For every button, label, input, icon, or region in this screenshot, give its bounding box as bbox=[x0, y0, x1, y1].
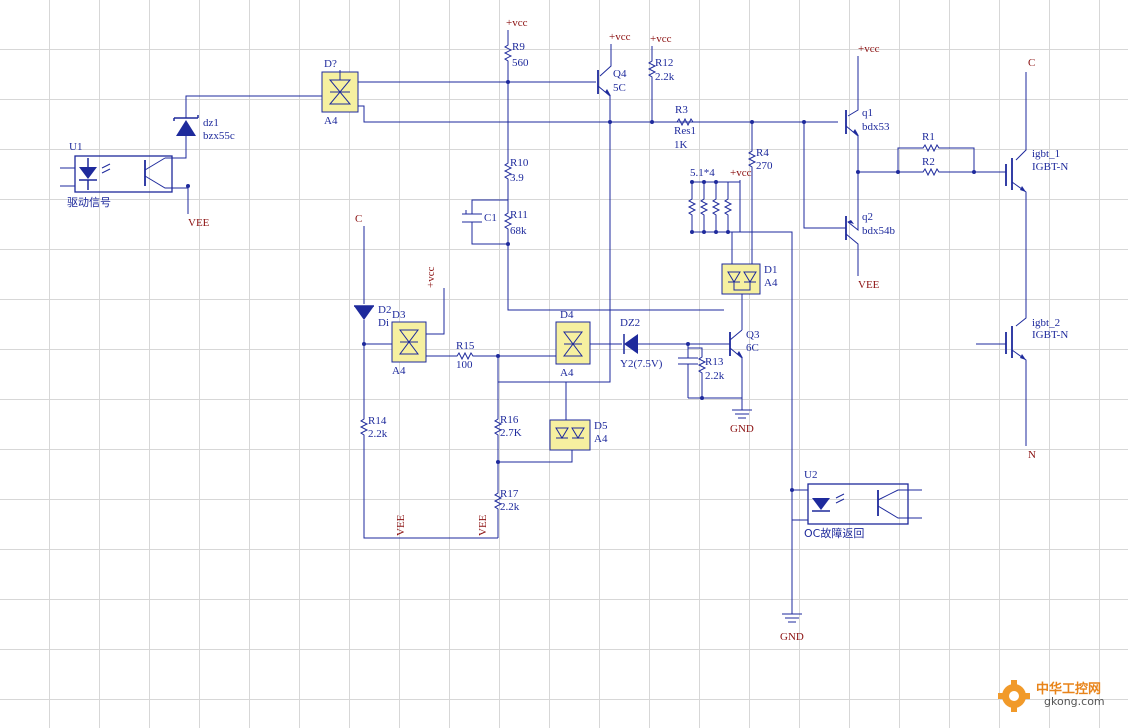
dz1-label: dz1 bbox=[203, 117, 219, 129]
q2-label: q2 bbox=[862, 211, 873, 223]
r12-value: 2.2k bbox=[655, 71, 675, 83]
d2-sub: Di bbox=[378, 317, 389, 329]
d3-value: A4 bbox=[392, 365, 406, 377]
r4-label: R4 bbox=[756, 147, 769, 159]
vee-q2: VEE bbox=[858, 279, 880, 291]
q1-value: bdx53 bbox=[862, 121, 890, 133]
transistor-q4 bbox=[498, 44, 612, 383]
d4-label: D4 bbox=[560, 309, 574, 321]
d7-value: A4 bbox=[324, 115, 338, 127]
gnd-q3: GND bbox=[730, 423, 754, 435]
gnd-bottom: GND bbox=[780, 631, 804, 643]
q4-value: 5C bbox=[613, 82, 626, 94]
r13-value: 2.2k bbox=[705, 370, 725, 382]
r15-label: R15 bbox=[456, 340, 475, 352]
vcc-r9: +vcc bbox=[506, 17, 528, 29]
r11-value: 68k bbox=[510, 225, 527, 237]
r10-value: 3.9 bbox=[510, 172, 524, 184]
opto-d5 bbox=[549, 419, 591, 451]
resistor-array-label: 5.1*4 bbox=[690, 167, 715, 179]
q1-label: q1 bbox=[862, 107, 873, 119]
vee-bottom-2: VEE bbox=[477, 514, 489, 536]
d3-label: D3 bbox=[392, 309, 406, 321]
r11-label: R11 bbox=[510, 209, 528, 221]
u2-description: OC故障返回 bbox=[804, 526, 864, 540]
d1-label: D1 bbox=[764, 264, 777, 276]
watermark-name: 中华工控网 bbox=[1036, 682, 1102, 697]
r1-label: R1 bbox=[922, 131, 935, 143]
d2-label: D2 bbox=[378, 304, 391, 316]
d1-value: A4 bbox=[764, 277, 778, 289]
c-top-label: C bbox=[1028, 57, 1035, 69]
r10-label: R10 bbox=[510, 157, 529, 169]
zener-dz1 bbox=[172, 95, 322, 159]
r12-label: R12 bbox=[655, 57, 673, 69]
d4-value: A4 bbox=[560, 367, 574, 379]
r16-value: 2.7K bbox=[500, 427, 522, 439]
c1-label: C1 bbox=[484, 212, 497, 224]
vcc-r12: +vcc bbox=[650, 33, 672, 45]
r9-value: 560 bbox=[512, 57, 529, 69]
vcc-array: +vcc bbox=[730, 167, 752, 179]
opto-u1 bbox=[60, 155, 173, 193]
r2-label: R2 bbox=[922, 156, 935, 168]
diode-d2 bbox=[354, 226, 374, 416]
gear-icon bbox=[998, 680, 1030, 712]
dz2-label: DZ2 bbox=[620, 317, 640, 329]
r14-label: R14 bbox=[368, 415, 387, 427]
r4-value: 270 bbox=[756, 160, 773, 172]
igbt2-value: IGBT-N bbox=[1032, 329, 1068, 341]
igbt2-label: igbt_2 bbox=[1032, 317, 1060, 329]
igbt1-value: IGBT-N bbox=[1032, 161, 1068, 173]
u2-label: U2 bbox=[804, 469, 817, 481]
q4-label: Q4 bbox=[613, 68, 627, 80]
watermark-url: gkong.com bbox=[1044, 695, 1105, 708]
opto-u2 bbox=[790, 483, 922, 525]
opto-d7 bbox=[321, 70, 359, 113]
opto-d4 bbox=[555, 321, 591, 365]
r16-label: R16 bbox=[500, 414, 519, 426]
r15-value: 100 bbox=[456, 359, 473, 371]
vcc-d3: +vcc bbox=[425, 266, 437, 288]
u1-label: U1 bbox=[69, 141, 82, 153]
r13-label: R13 bbox=[705, 356, 724, 368]
r3-value: 1K bbox=[674, 139, 688, 151]
transistor-q3 bbox=[688, 329, 743, 399]
d7-label: D? bbox=[324, 58, 337, 70]
r3-name: Res1 bbox=[674, 125, 696, 137]
igbt1-label: igbt_1 bbox=[1032, 148, 1060, 160]
vcc-q4: +vcc bbox=[609, 31, 631, 43]
c-left-label: C bbox=[355, 213, 362, 225]
opto-d3 bbox=[391, 321, 427, 363]
dz2-value: Y2(7.5V) bbox=[620, 358, 663, 370]
d5-label: D5 bbox=[594, 420, 608, 432]
r14-value: 2.2k bbox=[368, 428, 388, 440]
igbt-2 bbox=[976, 326, 1027, 446]
watermark-logo: 中华工控网 gkong.com bbox=[996, 676, 1120, 716]
d5-value: A4 bbox=[594, 433, 608, 445]
vee-bottom-1: VEE bbox=[395, 514, 407, 536]
vcc-q1: +vcc bbox=[858, 43, 880, 55]
q2-value: bdx54b bbox=[862, 225, 896, 237]
r17-label: R17 bbox=[500, 488, 519, 500]
transistor-q1 bbox=[845, 110, 859, 232]
q3-label: Q3 bbox=[746, 329, 760, 341]
vee-u1: VEE bbox=[188, 217, 210, 229]
igbt-1 bbox=[1005, 72, 1027, 327]
u1-description: 驱动信号 bbox=[67, 196, 111, 209]
r17-value: 2.2k bbox=[500, 501, 520, 513]
n-bottom-label: N bbox=[1028, 449, 1036, 461]
r9-label: R9 bbox=[512, 41, 525, 53]
r3-label: R3 bbox=[675, 104, 688, 116]
transistor-q2 bbox=[845, 216, 859, 276]
q3-value: 6C bbox=[746, 342, 759, 354]
dz1-value: bzx55c bbox=[203, 130, 235, 142]
opto-d1 bbox=[721, 263, 761, 295]
